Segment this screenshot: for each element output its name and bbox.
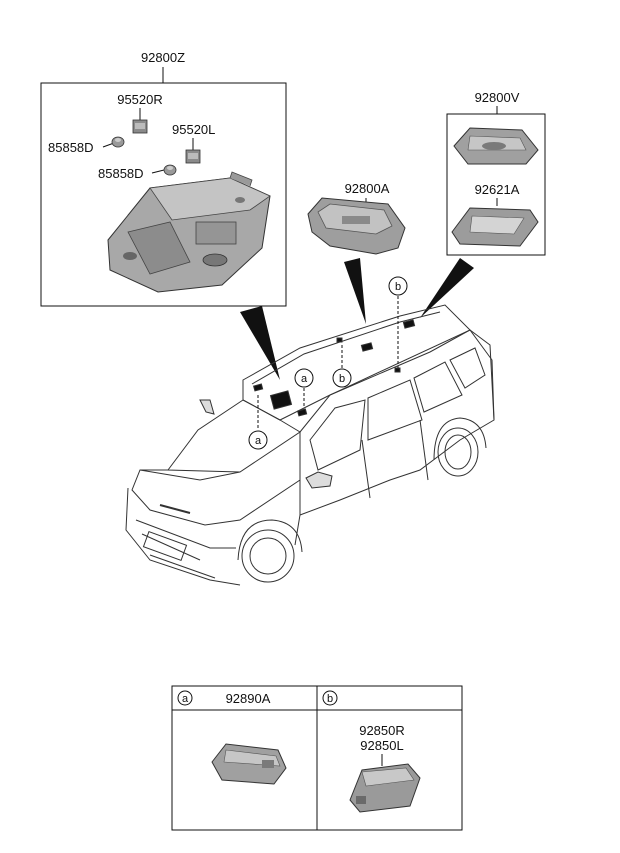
- callout-a-lower: a: [248, 430, 268, 450]
- vanity-group-box: [446, 113, 546, 256]
- legend-part-92850L: 92850L: [360, 738, 403, 753]
- part-label-95520R: 95520R: [117, 92, 163, 107]
- roof-console-marker: [269, 390, 293, 410]
- part-92850-lamp: [349, 763, 421, 813]
- callout-a-lower-text: a: [255, 435, 262, 447]
- vehicle-illustration: [125, 304, 495, 586]
- part-92890A-lamp: [211, 743, 287, 785]
- legend-marker-b: b: [327, 693, 333, 705]
- part-label-85858D-2: 85858D: [98, 166, 144, 181]
- pointer-wedge-map-lamp: [344, 258, 366, 324]
- legend-part-92890A: 92890A: [226, 691, 271, 706]
- callout-b-rear-text: b: [395, 281, 401, 293]
- vanity-lens-part: [451, 207, 539, 247]
- callout-a-upper: a: [294, 368, 314, 388]
- vanity-bracket-part: [453, 127, 539, 165]
- lamp-bulb-95520L: [185, 149, 201, 164]
- overhead-console-group: 92800Z 95520R 85858D 95520L 85858D: [40, 50, 287, 307]
- overhead-console-box: [40, 82, 287, 307]
- pointer-wedge-console: [240, 306, 280, 380]
- group-title-92800Z: 92800Z: [141, 50, 185, 65]
- legend-marker-a: a: [182, 693, 189, 705]
- part-label-85858D-1: 85858D: [48, 140, 94, 155]
- legend-col-b: b 92850R 92850L: [322, 690, 421, 813]
- legend-table: a 92890A b 92850R 92850L: [171, 685, 463, 831]
- pointer-wedges: [240, 258, 474, 380]
- part-label-92621A: 92621A: [475, 182, 520, 197]
- callout-leaders: [257, 296, 399, 430]
- map-lamp-group: 92800A: [307, 181, 406, 255]
- pointer-wedge-vanity: [420, 258, 474, 318]
- part-label-95520L: 95520L: [172, 122, 215, 137]
- socket-85858D-1: [111, 136, 125, 148]
- overhead-console-housing: [107, 171, 271, 293]
- group-title-92800A: 92800A: [345, 181, 390, 196]
- legend-col-a: a 92890A: [177, 690, 287, 785]
- group-title-92800V: 92800V: [475, 90, 520, 105]
- callout-b-rear: b: [388, 276, 408, 296]
- legend-part-92850R: 92850R: [359, 723, 405, 738]
- callout-b-center-text: b: [339, 373, 345, 385]
- socket-85858D-2: [163, 164, 177, 176]
- vanity-group: 92800V 92621A: [446, 90, 546, 256]
- callout-b-center: b: [332, 368, 352, 388]
- lamp-bulb-95520R: [132, 119, 148, 134]
- map-lamp-part: [307, 197, 406, 255]
- callout-a-upper-text: a: [301, 373, 308, 385]
